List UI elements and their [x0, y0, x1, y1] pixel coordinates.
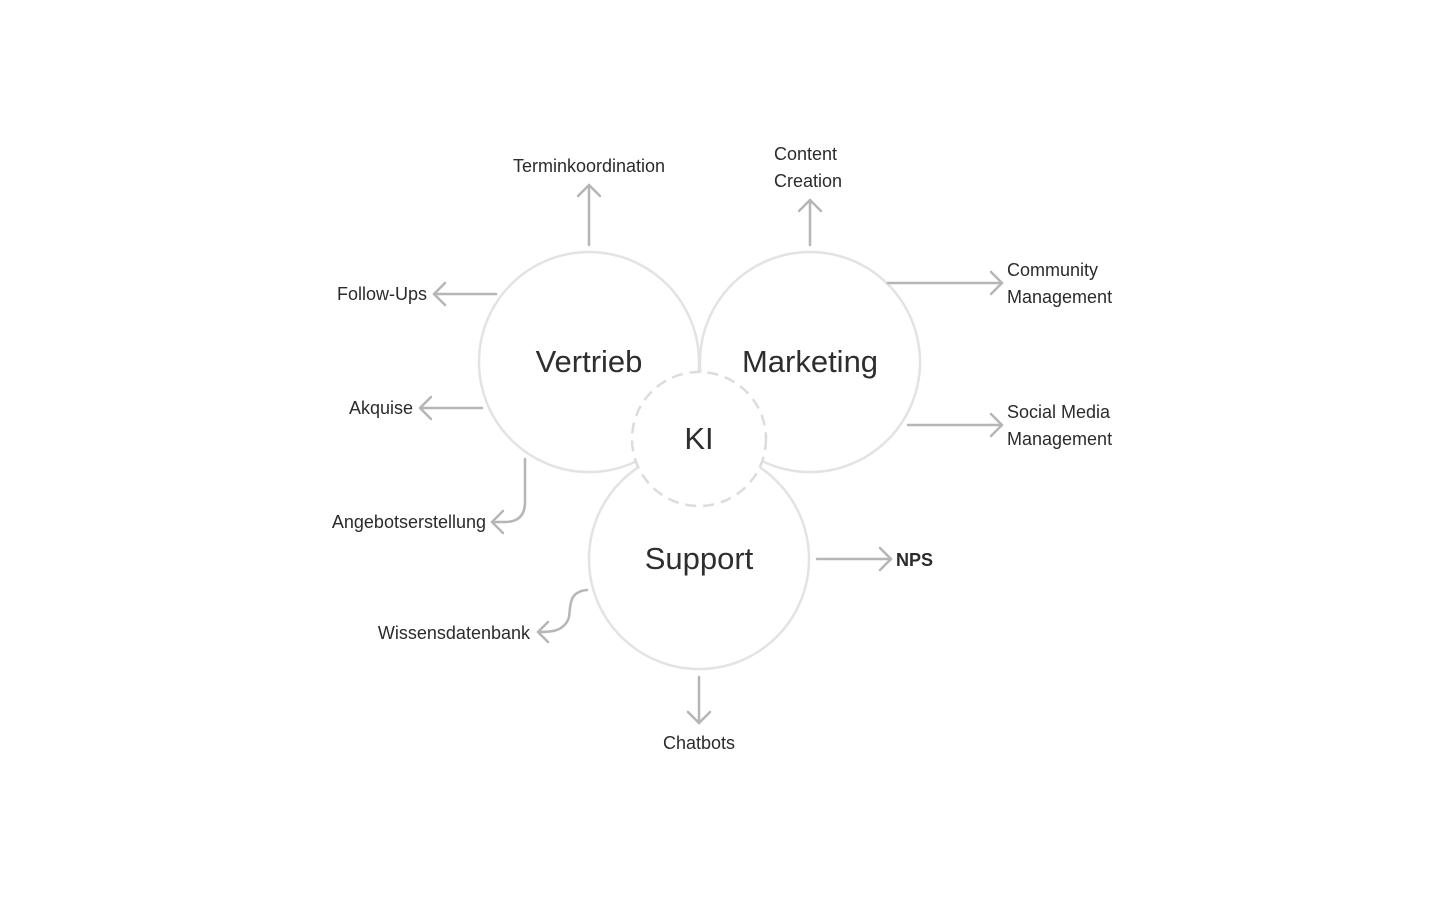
marketing-label: Marketing — [742, 344, 878, 379]
leaf-wissensdatenbank: Wissensdatenbank — [378, 623, 531, 643]
vertrieb-label: Vertrieb — [536, 344, 643, 379]
leaf-social-media-management-line1: Social Media — [1007, 402, 1111, 422]
leaf-social-media-management-line2: Management — [1007, 429, 1112, 449]
support-label: Support — [645, 541, 754, 576]
arrow-nps — [815, 546, 893, 572]
ki-circle — [630, 370, 768, 508]
arrow-community-management — [886, 270, 1004, 296]
leaf-akquise: Akquise — [349, 398, 413, 418]
leaf-content-creation-line2: Creation — [774, 171, 842, 191]
arrow-terminkoordination — [576, 183, 602, 247]
arrow-follow-ups — [432, 281, 498, 307]
leaf-nps: NPS — [896, 550, 933, 570]
leaf-community-management-line2: Management — [1007, 287, 1112, 307]
leaf-chatbots: Chatbots — [663, 733, 735, 753]
arrow-content-creation — [797, 198, 823, 247]
arrow-angebotserstellung — [490, 457, 527, 535]
arrow-chatbots — [686, 675, 712, 725]
arrow-social-media-management — [906, 412, 1004, 438]
leaf-follow-ups: Follow-Ups — [337, 284, 427, 304]
arrow-wissensdatenbank — [536, 588, 589, 644]
ki-label: KI — [684, 421, 713, 456]
leaf-content-creation-line1: Content — [774, 144, 837, 164]
leaf-terminkoordination: Terminkoordination — [513, 156, 665, 176]
leaf-community-management-line1: Community — [1007, 260, 1098, 280]
arrow-akquise — [418, 395, 484, 421]
leaf-angebotserstellung: Angebotserstellung — [332, 512, 486, 532]
